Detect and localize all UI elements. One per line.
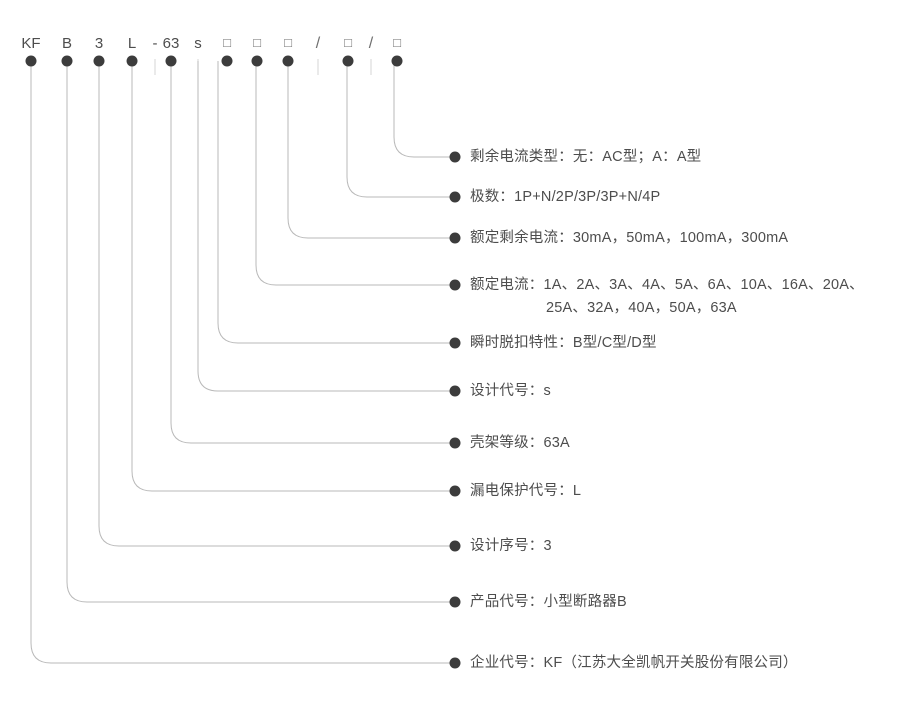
callout-dot-enterprise-code — [449, 657, 461, 669]
code-token-8: □ — [253, 35, 261, 50]
code-token-2: 3 — [94, 35, 104, 52]
code-token-11: □ — [344, 35, 352, 50]
connector-frame-rating — [170, 61, 451, 444]
connector-product-code — [66, 61, 451, 603]
token-dot — [251, 55, 263, 67]
code-token-9: □ — [284, 35, 292, 50]
callout-label-residual-current-type: 剩余电流类型：无：AC型；A：A型 — [470, 146, 701, 169]
callout-label-frame-rating: 壳架等级：63A — [470, 432, 570, 455]
callout-dot-pole-number — [449, 191, 461, 203]
callout-label-rated-current: 额定电流：1A、2A、3A、4A、5A、6A、10A、16A、20A、 25A、3… — [470, 274, 864, 320]
callout-text-primary: 额定电流：1A、2A、3A、4A、5A、6A、10A、16A、20A、 — [470, 277, 864, 293]
callout-text-primary: 瞬时脱扣特性：B型/C型/D型 — [470, 335, 657, 351]
token-dot — [391, 55, 403, 67]
callout-dot-design-code — [449, 385, 461, 397]
callout-text-primary: 额定剩余电流：30mA，50mA，100mA，300mA — [470, 230, 789, 246]
callout-dot-frame-rating — [449, 437, 461, 449]
token-dot — [282, 55, 294, 67]
connector-design-code — [197, 61, 451, 392]
code-token-7: □ — [223, 35, 231, 50]
callout-label-pole-number: 极数：1P+N/2P/3P/3P+N/4P — [470, 186, 660, 209]
callout-dot-design-serial-number — [449, 540, 461, 552]
callout-text-primary: 壳架等级：63A — [470, 435, 570, 451]
code-token-3: L — [127, 35, 137, 52]
token-dot — [165, 55, 177, 67]
callout-label-product-code: 产品代号：小型断路器B — [470, 591, 627, 614]
callout-text-primary: 设计代号：s — [470, 383, 551, 399]
token-dot — [221, 55, 233, 67]
connector-rated-residual-current — [287, 61, 451, 239]
callout-dot-rated-residual-current — [449, 232, 461, 244]
connector-instantaneous-trip-characteristic — [217, 61, 451, 344]
callout-label-instantaneous-trip-characteristic: 瞬时脱扣特性：B型/C型/D型 — [470, 332, 657, 355]
callout-label-rated-residual-current: 额定剩余电流：30mA，50mA，100mA，300mA — [470, 227, 788, 250]
callout-text-primary: 企业代号：KF（江苏大全凯帆开关股份有限公司） — [470, 655, 798, 671]
callout-label-design-code: 设计代号：s — [470, 380, 551, 403]
callout-dot-instantaneous-trip-characteristic — [449, 337, 461, 349]
token-dot — [342, 55, 354, 67]
token-dot — [61, 55, 73, 67]
connector-enterprise-code — [30, 61, 451, 664]
callout-text-primary: 剩余电流类型：无：AC型；A：A型 — [470, 149, 702, 165]
callout-label-leakage-protection-code: 漏电保护代号：L — [470, 480, 581, 503]
connector-residual-current-type — [393, 61, 451, 158]
token-dot — [126, 55, 138, 67]
callout-dot-residual-current-type — [449, 151, 461, 163]
callout-label-enterprise-code: 企业代号：KF（江苏大全凯帆开关股份有限公司） — [470, 652, 798, 675]
code-token-12: / — [368, 35, 374, 52]
code-token-4: - — [152, 35, 158, 52]
callout-text-primary: 产品代号：小型断路器B — [470, 594, 627, 610]
callout-text-secondary: 25A、32A，40A，50A，63A — [546, 300, 737, 316]
callout-label-design-serial-number: 设计序号：3 — [470, 535, 552, 558]
callout-dot-rated-current — [449, 279, 461, 291]
code-token-6: s — [194, 35, 202, 52]
token-dot — [93, 55, 105, 67]
code-token-5: 63 — [162, 35, 180, 52]
callout-text-primary: 极数：1P+N/2P/3P/3P+N/4P — [470, 189, 661, 205]
connector-design-serial-number — [98, 61, 451, 547]
callout-dot-leakage-protection-code — [449, 485, 461, 497]
connector-pole-number — [346, 61, 451, 198]
connector-rated-current — [255, 61, 451, 286]
code-token-10: / — [315, 35, 321, 52]
callout-text-primary: 漏电保护代号：L — [470, 483, 582, 499]
token-dot — [25, 55, 37, 67]
code-token-13: □ — [393, 35, 401, 50]
connector-leakage-protection-code — [131, 61, 451, 492]
callout-dot-product-code — [449, 596, 461, 608]
code-token-1: B — [61, 35, 73, 52]
callout-text-primary: 设计序号：3 — [470, 538, 552, 554]
code-token-0: KF — [21, 35, 41, 52]
